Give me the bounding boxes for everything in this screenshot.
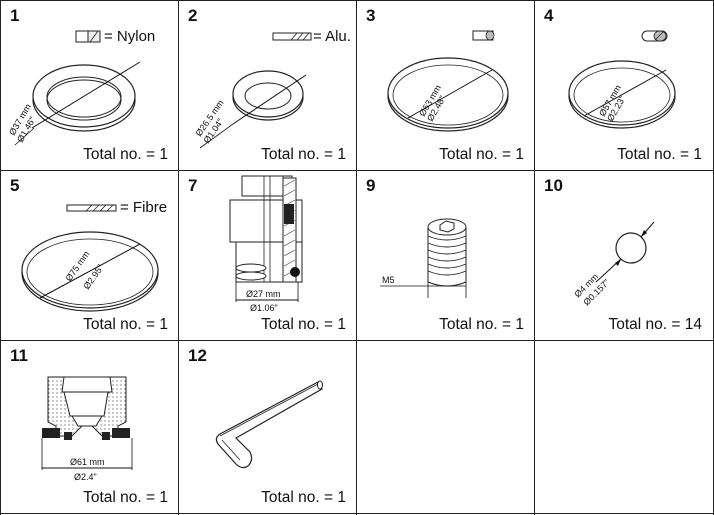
total-count: Total no. = 1 bbox=[617, 146, 702, 163]
grid-line-row-1 bbox=[0, 170, 714, 171]
total-count: Total no. = 1 bbox=[83, 489, 168, 506]
grid-line-col-1 bbox=[178, 0, 179, 515]
dim-mm: Ø27 mm bbox=[246, 289, 281, 299]
total-count: Total no. = 1 bbox=[439, 146, 524, 163]
part-cell-9: 9 M5 Total no. = 1 bbox=[356, 170, 534, 340]
material-legend: = Nylon bbox=[104, 28, 156, 45]
total-count: Total no. = 1 bbox=[439, 316, 524, 333]
part-cell-7: 7 Ø27 mm Ø1.06" bbox=[178, 170, 356, 340]
steel-ball-drawing: Ø4 mm Ø0.157" bbox=[572, 221, 655, 307]
part-cell-10: 10 Ø4 mm Ø0.157" Total no. = 14 bbox=[534, 170, 712, 340]
dim-in: Ø1.06" bbox=[250, 303, 278, 313]
part-cell-11: 11 Ø61 mm Ø2.4" Total no. = 1 bbox=[0, 340, 178, 513]
dim-in: Ø2.4" bbox=[74, 472, 97, 482]
dim-mm: M5 bbox=[382, 275, 395, 285]
grid-line-col-2 bbox=[356, 0, 357, 515]
part-cell-5: 5 Ø75 mm Ø2.95" = Fibre Total no. = 1 bbox=[0, 170, 178, 340]
empty-cell bbox=[534, 340, 712, 513]
total-count: Total no. = 14 bbox=[608, 316, 703, 333]
part-number: 11 bbox=[10, 346, 28, 365]
grid-line-top bbox=[0, 0, 714, 1]
grid-line-bottom bbox=[0, 513, 714, 514]
part-number: 3 bbox=[366, 6, 376, 25]
dim-mm: Ø61 mm bbox=[70, 457, 105, 467]
fibre-washer-drawing: Ø75 mm Ø2.95" bbox=[21, 204, 159, 312]
total-count: Total no. = 1 bbox=[83, 316, 168, 333]
part-cell-3: 3 Ø63 mm Ø2.48" Total no. = 1 bbox=[356, 0, 534, 170]
nylon-material-icon bbox=[75, 30, 101, 43]
valve-insert-drawing: Ø27 mm Ø1.06" bbox=[229, 175, 303, 313]
part-cell-2: 2 Ø26.5 mm Ø1.04" = Alu. Total no. = 1 bbox=[178, 0, 356, 170]
gasket-drawing: Ø57 mm Ø2.23" bbox=[568, 30, 676, 129]
part-number: 1 bbox=[10, 6, 20, 25]
grid-line-col-3 bbox=[534, 0, 535, 515]
part-number: 10 bbox=[544, 176, 563, 195]
part-cell-4: 4 Ø57 mm Ø2.23" Total no. = 1 bbox=[534, 0, 712, 170]
valve-seat-drawing: Ø61 mm Ø2.4" bbox=[41, 376, 133, 482]
alu-material-icon bbox=[272, 32, 312, 41]
total-count: Total no. = 1 bbox=[261, 146, 346, 163]
material-legend: = Alu. bbox=[313, 28, 351, 45]
part-cell-1: 1 Ø37 mm Ø1.46" = Nylon Total no. = 1 bbox=[0, 0, 178, 170]
alu-washer-drawing: Ø26.5 mm Ø1.04" bbox=[193, 32, 312, 149]
set-screw-drawing: M5 bbox=[380, 218, 467, 298]
material-legend: = Fibre bbox=[120, 199, 168, 216]
total-count: Total no. = 1 bbox=[83, 146, 168, 163]
part-number: 2 bbox=[188, 6, 198, 25]
part-cell-12: 12 Total no. = 1 bbox=[178, 340, 356, 513]
part-number: 12 bbox=[188, 346, 207, 365]
grid-line-row-2 bbox=[0, 340, 714, 341]
part-number: 5 bbox=[10, 176, 20, 195]
hex-key-drawing bbox=[215, 380, 323, 469]
nylon-washer-drawing: Ø37 mm Ø1.46" bbox=[7, 30, 141, 146]
empty-cell bbox=[356, 340, 534, 513]
part-number: 4 bbox=[544, 6, 554, 25]
part-number: 9 bbox=[366, 176, 376, 195]
fibre-material-icon bbox=[66, 204, 117, 212]
gasket-drawing: Ø63 mm Ø2.48" bbox=[387, 30, 509, 132]
gasket-material-icon bbox=[472, 30, 495, 41]
grid-line-left bbox=[0, 0, 1, 515]
gasket-material-icon bbox=[641, 30, 668, 42]
total-count: Total no. = 1 bbox=[261, 489, 346, 506]
part-number: 7 bbox=[188, 176, 198, 195]
total-count: Total no. = 1 bbox=[261, 316, 346, 333]
